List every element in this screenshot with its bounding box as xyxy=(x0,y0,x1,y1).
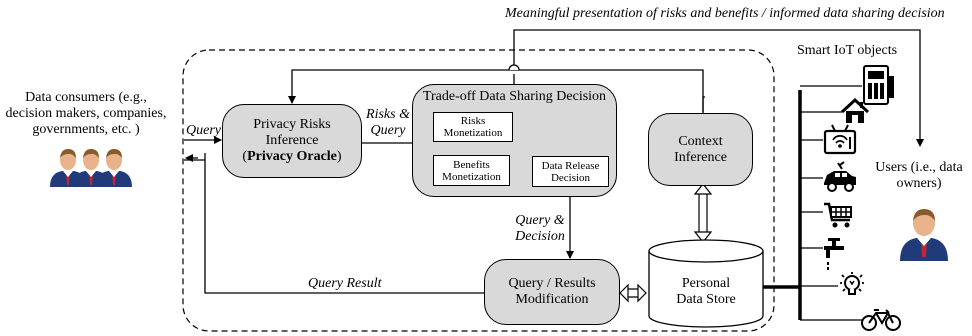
query-decision-label: Query & Decision xyxy=(510,213,570,245)
users-line1: Users (i.e., data xyxy=(875,160,963,175)
risks-query-label: Risks & Query xyxy=(362,107,414,139)
iot-branches xyxy=(800,85,862,321)
query-results-line2: Modification xyxy=(515,292,589,307)
benefits-monetization-box: Benefits Monetization xyxy=(433,155,510,186)
personal-data-store-label: Personal Data Store xyxy=(649,276,763,308)
data-consumers-people-icon xyxy=(50,149,132,187)
user-person-icon xyxy=(900,209,948,261)
privacy-close-paren: ) xyxy=(336,149,342,164)
privacy-oracle-label: Privacy Oracle xyxy=(247,149,337,164)
data-release-line1: Data Release xyxy=(541,159,600,172)
top-caption: Meaningful presentation of risks and ben… xyxy=(505,6,945,21)
data-consumers-line2: decision makers, companies, xyxy=(5,106,167,121)
personal-data-store-cylinder xyxy=(648,239,764,328)
risks-query-line2: Query xyxy=(370,123,406,138)
benefits-monetization-line2: Monetization xyxy=(442,170,501,183)
home-icon xyxy=(840,97,870,123)
benefits-monetization-line1: Benefits xyxy=(453,158,490,171)
query-results-line1: Query / Results xyxy=(508,276,596,291)
risks-query-line1: Risks & xyxy=(366,107,410,122)
privacy-box-line2: Inference xyxy=(265,133,319,148)
context-store-double-arrow xyxy=(693,183,713,243)
query-label: Query xyxy=(186,123,221,138)
privacy-open-paren: ( xyxy=(242,149,248,164)
query-decision-line1: Query & xyxy=(515,213,565,228)
system-boundary xyxy=(182,49,775,332)
water-tap-icon xyxy=(824,238,844,270)
smart-meter-icon xyxy=(863,65,894,105)
data-release-line2: Decision xyxy=(550,171,591,184)
context-inference-box: Context Inference xyxy=(648,113,753,186)
query-results-modification-box: Query / Results Modification xyxy=(484,259,620,325)
privacy-box-line1: Privacy Risks xyxy=(253,117,331,132)
context-to-privacy-arrow xyxy=(288,69,704,112)
car-icon xyxy=(824,161,856,192)
bicycle-icon xyxy=(861,309,901,331)
personal-store-line1: Personal xyxy=(681,276,731,291)
shopping-cart-icon xyxy=(824,202,852,228)
privacy-risks-inference-box: Privacy Risks Inference (Privacy Oracle) xyxy=(222,104,362,178)
context-line2: Inference xyxy=(674,149,727,165)
tv-icon xyxy=(823,124,857,155)
data-consumers-label: Data consumers (e.g., decision makers, c… xyxy=(0,90,172,138)
query-result-label: Query Result xyxy=(308,276,382,291)
risks-monetization-box: Risks Monetization xyxy=(433,112,513,142)
smart-iot-objects-label: Smart IoT objects xyxy=(797,43,898,58)
risks-monetization-line1: Risks xyxy=(460,115,486,127)
query-decision-line2: Decision xyxy=(515,229,565,244)
modification-store-double-arrow xyxy=(619,283,647,303)
query-result-line xyxy=(204,153,484,294)
data-consumers-line1: Data consumers (e.g., xyxy=(25,90,147,105)
users-label: Users (i.e., data owners) xyxy=(866,160,972,192)
users-line2: owners) xyxy=(896,176,942,191)
context-line1: Context xyxy=(678,133,723,149)
risks-monetization-line2: Monetization xyxy=(443,127,503,139)
data-consumers-line3: governments, etc. ) xyxy=(32,122,140,137)
personal-store-line2: Data Store xyxy=(676,292,736,307)
data-release-decision-box: Data Release Decision xyxy=(532,156,609,187)
tradeoff-title: Trade-off Data Sharing Decision xyxy=(422,89,607,104)
privacy-box-line3: (Privacy Oracle) xyxy=(242,149,341,165)
light-bulb-icon xyxy=(840,272,864,295)
